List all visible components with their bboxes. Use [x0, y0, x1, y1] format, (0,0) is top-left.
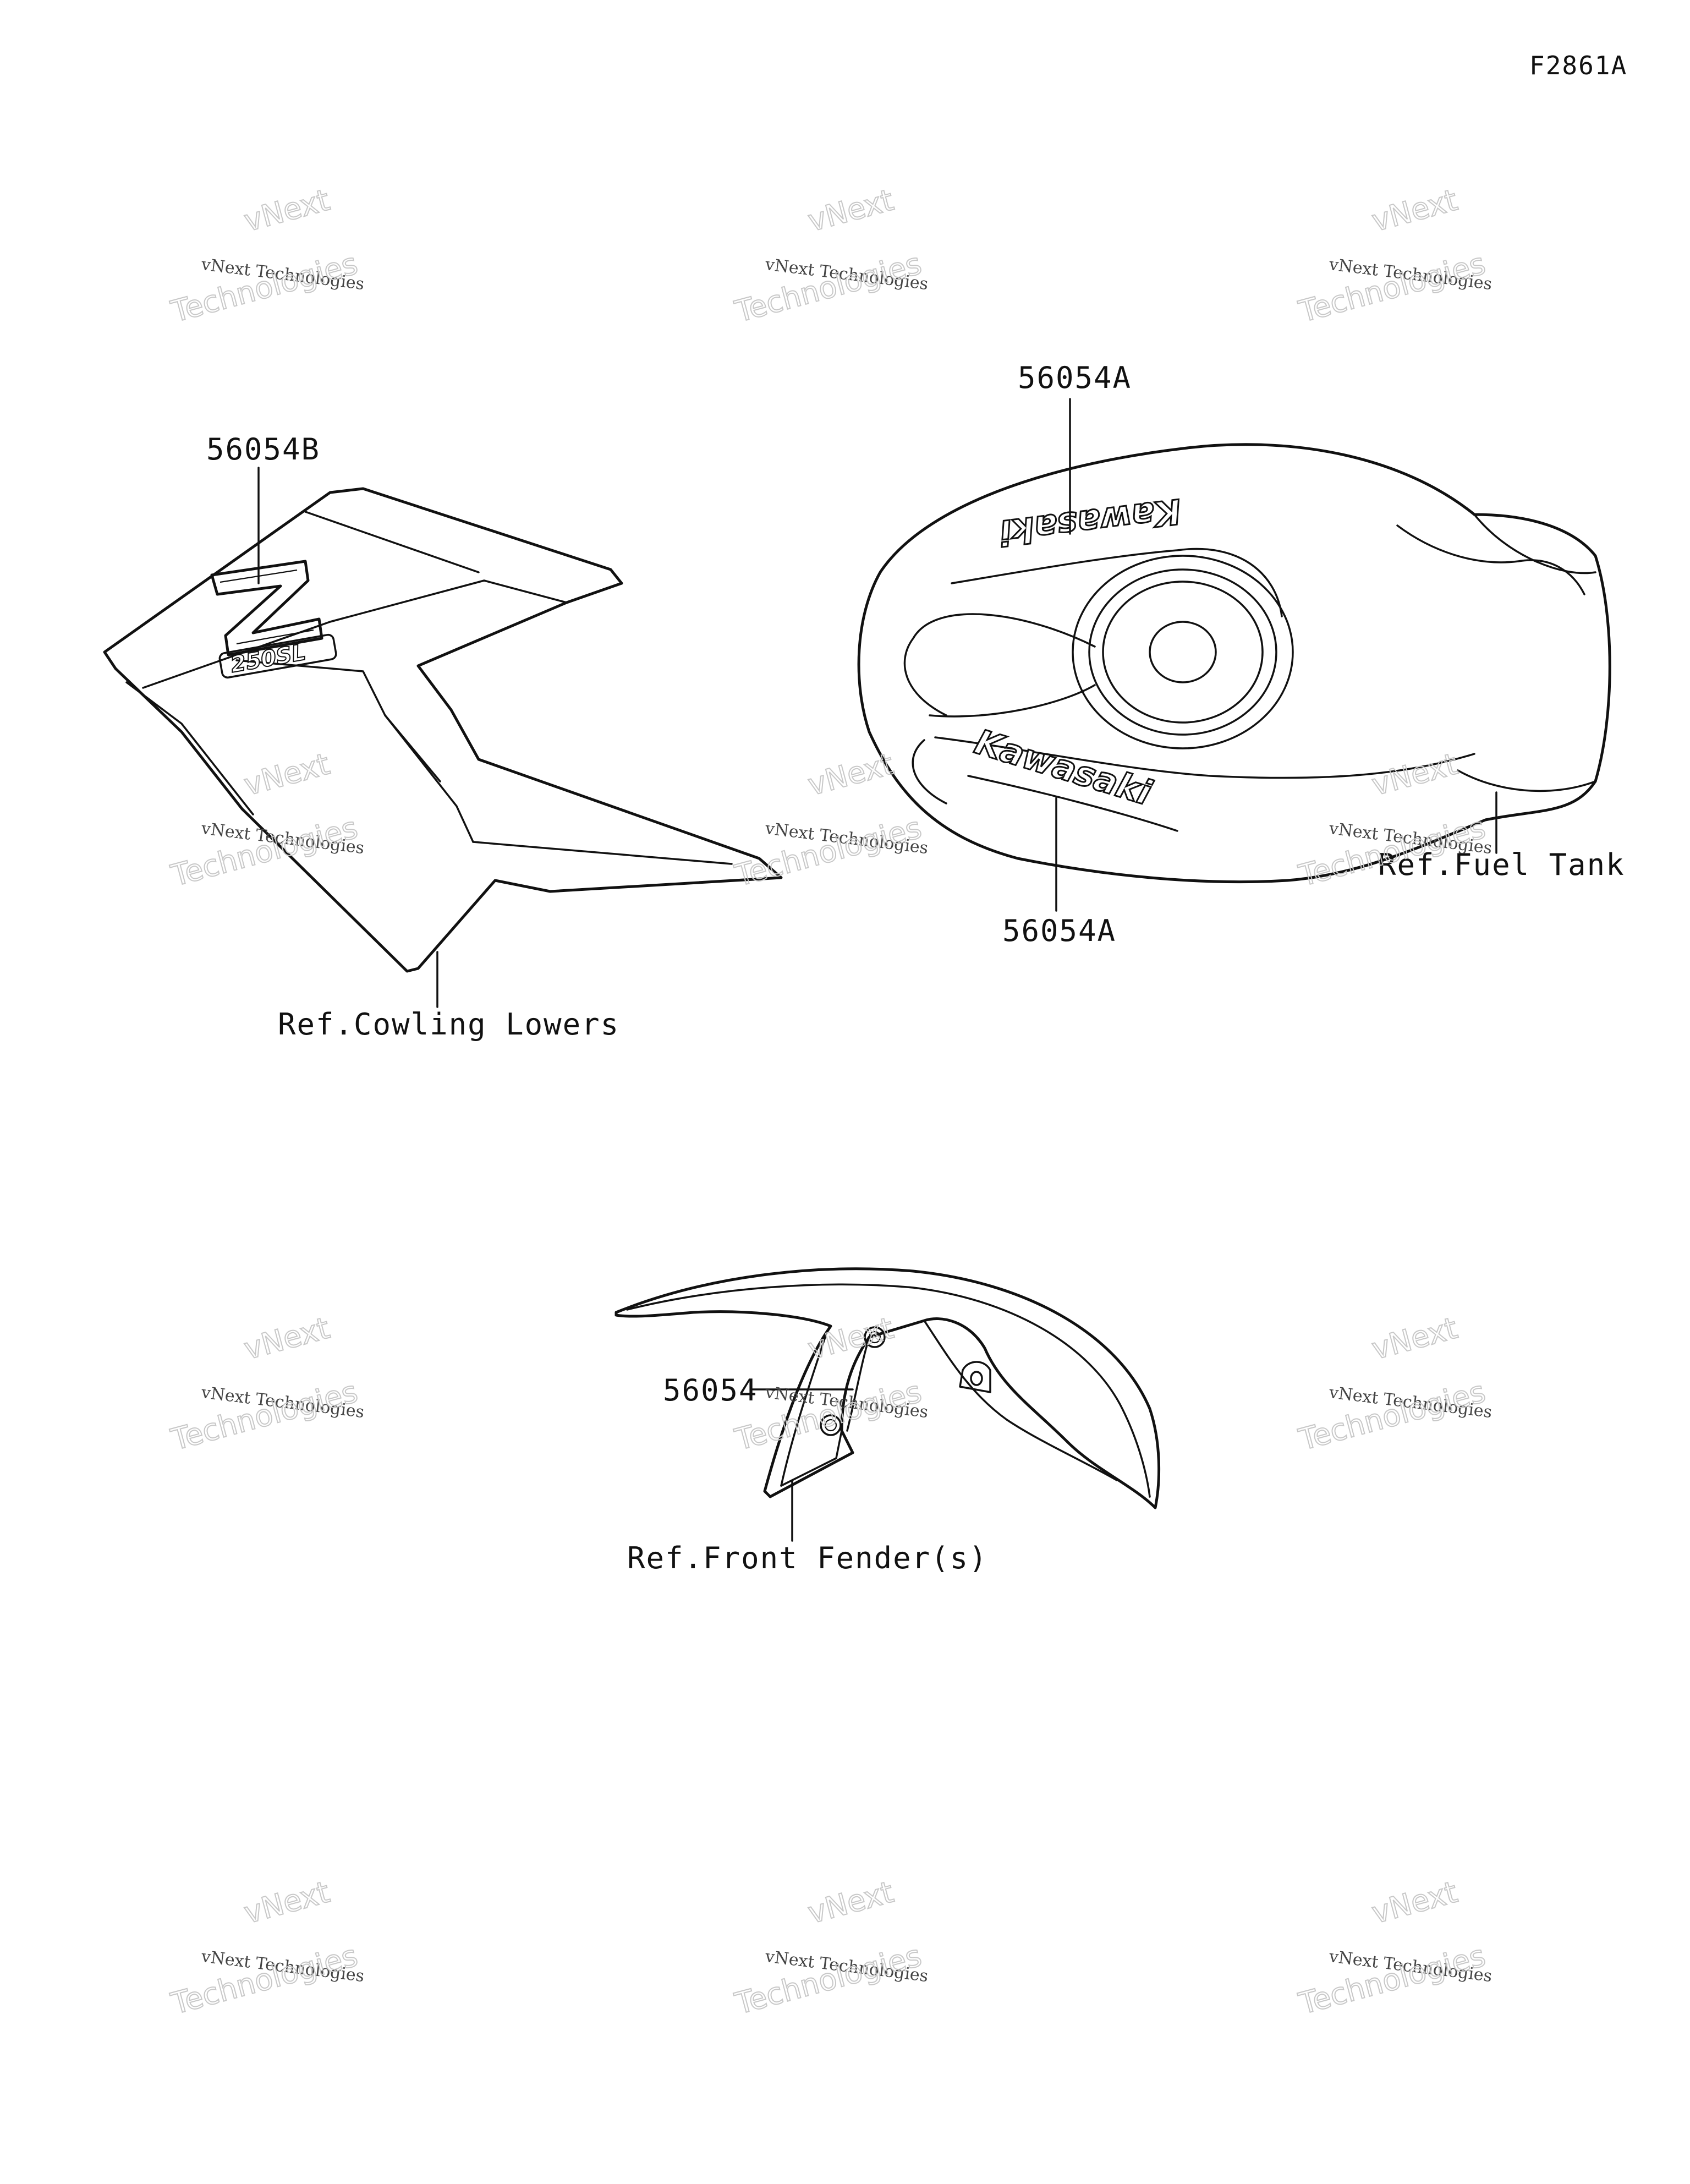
svg-text:vNext: vNext — [240, 1311, 333, 1367]
svg-text:vNext: vNext — [804, 747, 897, 803]
tank-brand-top: Kawasaki — [997, 491, 1183, 553]
svg-text:vNext: vNext — [1368, 1311, 1461, 1367]
watermark-11: vNext Technologies vNext Technologies — [731, 1874, 929, 2022]
svg-text:vNext: vNext — [240, 1875, 333, 1931]
watermark-1: vNext Technologies vNext Technologies — [167, 182, 365, 330]
callout-ref-fuel-tank: Ref.Fuel Tank — [1378, 847, 1625, 882]
svg-text:vNext: vNext — [804, 1311, 897, 1367]
figure-id: F2861A — [1529, 51, 1627, 80]
callout-56054A-top: 56054A — [1018, 360, 1132, 395]
callout-56054: 56054 — [663, 1373, 758, 1408]
svg-text:vNext: vNext — [1368, 1875, 1461, 1931]
fuel-tank-drawing: Kawasaki Kawasaki — [857, 398, 1611, 912]
callout-ref-cowling-lowers: Ref.Cowling Lowers — [278, 1007, 619, 1042]
svg-text:vNext: vNext — [1368, 183, 1461, 239]
watermark-4: vNext Technologies vNext Technologies — [167, 746, 365, 894]
svg-text:vNext: vNext — [804, 183, 897, 239]
front-fender-drawing — [614, 1267, 1161, 1542]
svg-text:vNext: vNext — [1368, 747, 1461, 803]
callout-56054B: 56054B — [206, 432, 320, 467]
svg-text:vNext: vNext — [240, 747, 333, 803]
watermark-12: vNext Technologies vNext Technologies — [1294, 1874, 1493, 2022]
watermark-9: vNext Technologies vNext Technologies — [1294, 1310, 1493, 1458]
svg-text:vNext: vNext — [240, 183, 333, 239]
z-logo-decal: 250SL — [210, 560, 337, 679]
callout-56054A-bottom: 56054A — [1002, 913, 1116, 948]
watermark-10: vNext Technologies vNext Technologies — [167, 1874, 365, 2022]
cowl-model-text: 250SL — [229, 639, 308, 677]
watermark-5: vNext Technologies vNext Technologies — [731, 746, 929, 894]
fuel-cap — [1072, 555, 1294, 749]
watermark-7: vNext Technologies vNext Technologies — [167, 1310, 365, 1458]
cowling-lower-drawing: 250SL — [103, 467, 783, 1008]
watermark-3: vNext Technologies vNext Technologies — [1294, 182, 1493, 330]
watermark-2: vNext Technologies vNext Technologies — [731, 182, 929, 330]
callout-ref-front-fenders: Ref.Front Fender(s) — [627, 1541, 988, 1575]
svg-text:vNext: vNext — [804, 1875, 897, 1931]
